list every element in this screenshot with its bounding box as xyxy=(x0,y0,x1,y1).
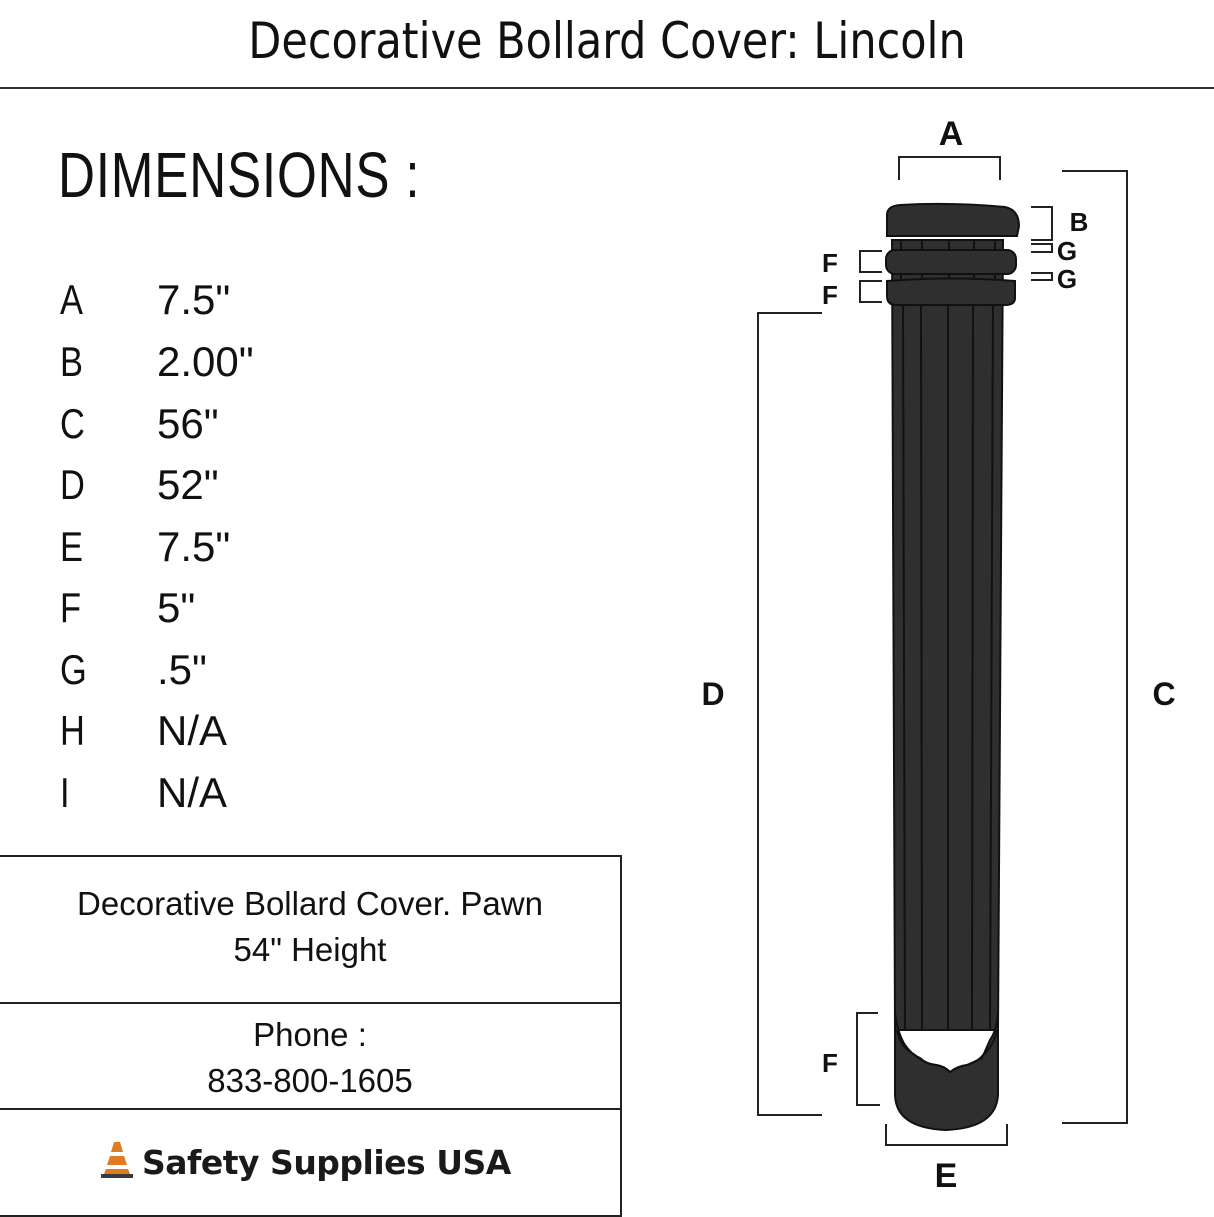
product-description-line2: 54" Height xyxy=(233,931,387,968)
dimension-value: 56" xyxy=(157,400,219,447)
dimension-value: 2.00" xyxy=(157,338,254,385)
dimension-b-bracket xyxy=(1031,206,1053,241)
dimension-key: C xyxy=(60,400,85,447)
dimension-f2-label: F xyxy=(822,280,838,310)
dimension-g1-label: G xyxy=(1057,236,1077,266)
brand-logo: Safety Supplies USA xyxy=(100,1140,511,1184)
dimension-a-label: A xyxy=(939,115,964,153)
dimension-key: G xyxy=(60,646,87,693)
dimension-value: N/A xyxy=(157,769,228,816)
dimension-key: H xyxy=(60,707,85,754)
dimension-f1-label: F xyxy=(822,248,838,278)
dimension-key: A xyxy=(60,276,83,323)
table-divider xyxy=(0,1108,620,1110)
dimension-d-bracket xyxy=(757,312,822,1116)
phone-number: 833-800-1605 xyxy=(207,1062,413,1099)
product-description-cell: Decorative Bollard Cover. Pawn 54" Heigh… xyxy=(0,881,620,973)
product-description-line1: Decorative Bollard Cover. Pawn xyxy=(77,885,543,922)
dimension-key: F xyxy=(60,584,82,631)
dimension-key: E xyxy=(60,523,83,570)
bollard-illustration xyxy=(885,202,1021,1132)
dimension-value: 5" xyxy=(157,584,196,631)
dimension-b-label: B xyxy=(1070,207,1089,237)
dimension-key: D xyxy=(60,461,85,508)
dimension-f3-label: F xyxy=(822,1048,838,1078)
dimension-f3-bracket xyxy=(856,1012,880,1106)
traffic-cone-icon xyxy=(100,1140,134,1184)
dimension-c-bracket xyxy=(1062,170,1128,1124)
dimension-g2-label: G xyxy=(1057,264,1077,294)
page-title: Decorative Bollard Cover: Lincoln xyxy=(248,12,966,70)
dimension-key: I xyxy=(60,769,70,816)
brand-name: Safety Supplies USA xyxy=(142,1142,511,1182)
product-info-table: Decorative Bollard Cover. Pawn 54" Heigh… xyxy=(0,855,622,1217)
dimension-c-label: C xyxy=(1152,676,1175,712)
dimension-value: 52" xyxy=(157,461,219,508)
phone-cell: Phone : 833-800-1605 xyxy=(0,1012,620,1104)
dimension-value: .5" xyxy=(157,646,207,693)
dimension-e-bracket xyxy=(885,1124,1008,1146)
dimension-f1-bracket xyxy=(859,250,882,273)
dimension-value: N/A xyxy=(157,707,228,754)
phone-label: Phone : xyxy=(253,1016,367,1053)
title-divider xyxy=(0,87,1214,89)
dimension-value: 7.5" xyxy=(157,276,231,323)
dimension-g2-bracket xyxy=(1031,272,1053,281)
dimension-f2-bracket xyxy=(859,280,882,303)
dimension-value: 7.5" xyxy=(157,523,231,570)
dimensions-heading: DIMENSIONS : xyxy=(58,139,421,211)
dimension-g1-bracket xyxy=(1031,243,1053,253)
dimension-e-label: E xyxy=(935,1157,958,1195)
table-divider xyxy=(0,1002,620,1004)
dimension-a-bracket xyxy=(898,156,1001,180)
dimension-d-label: D xyxy=(701,676,724,712)
dimension-key: B xyxy=(60,338,83,385)
